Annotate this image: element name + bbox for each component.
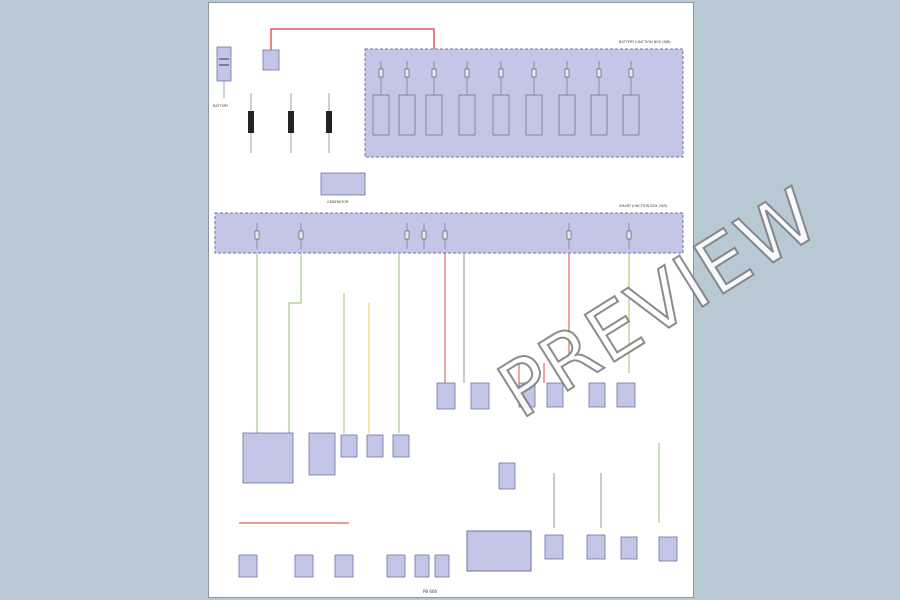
wire-main-red [270,28,435,51]
component-box [616,382,636,408]
sjb-fuse [298,230,304,240]
bjb-fuse [498,68,504,78]
sjb-box [214,212,684,254]
component-box [392,434,410,458]
sjb-fuse [421,230,427,240]
component-box [586,534,606,560]
module-box [466,530,532,572]
component-box [334,554,354,578]
bjb-fuse [431,68,437,78]
generator-label: GENERATOR [327,200,349,204]
fusible-links: GENERATOR [248,93,366,204]
bjb-fuse [378,68,384,78]
bjb-fuse-row [372,61,640,136]
bjb-relay-box [398,94,416,136]
sjb-fuse-row [254,223,632,249]
sjb-fuse [626,230,632,240]
component-box [546,382,564,408]
lower-circuit-wires [239,253,660,528]
sjb-label: SMART JUNCTION BOX (SJB) [619,204,668,208]
component-box [414,554,430,578]
component-box [340,434,358,458]
component-box [386,554,406,578]
sjb-fuse [254,230,260,240]
sjb-fuse [566,230,572,240]
component-box [544,534,564,560]
battery-symbol [216,46,232,82]
component-box [238,554,258,578]
bjb-relay-box [458,94,476,136]
component-box [242,432,294,484]
component-box [294,554,314,578]
battery-label: BATTERY [213,104,229,108]
page-number: PB 666 [423,589,438,594]
battery-group: BATTERY [213,46,232,108]
top-fuse-box: BATTERY JUNCTION BOX (BJB) [364,40,684,158]
mid-fuse-box: SMART JUNCTION BOX (SJB) [214,204,684,254]
mega-fuse-box [262,49,280,71]
bjb-relay-box [372,94,390,136]
component-box [498,462,516,490]
bjb-relay-box [590,94,608,136]
sjb-fuse [442,230,448,240]
bjb-fuse [404,68,410,78]
bjb-relay-box [425,94,443,136]
component-box [470,382,490,410]
bjb-fuse [464,68,470,78]
fusible-link-2 [288,111,294,133]
bjb-relay-box [525,94,543,136]
component-box [658,536,678,562]
diagram-page: BATTERY GENERATOR BATTERY JUNCTION BOX (… [208,2,835,598]
bjb-fuse [564,68,570,78]
lower-components [238,382,678,578]
fusible-link-3 [326,111,332,133]
fusible-link-1 [248,111,254,133]
circuit-wire [288,253,302,433]
bjb-fuse [531,68,537,78]
component-box [434,554,450,578]
component-box [366,434,384,458]
generator-box [320,172,366,196]
bjb-relay-box [622,94,640,136]
bottom-module [466,530,532,572]
component-box [436,382,456,410]
sjb-fuse [404,230,410,240]
main-feed [262,28,435,71]
bjb-fuse [628,68,634,78]
bjb-relay-box [492,94,510,136]
component-box [308,432,336,476]
component-box [588,382,606,408]
bjb-label: BATTERY JUNCTION BOX (BJB) [619,40,671,44]
bjb-fuse [596,68,602,78]
wiring-diagram: BATTERY GENERATOR BATTERY JUNCTION BOX (… [213,28,684,578]
component-box [620,536,638,560]
component-box [518,382,536,408]
bjb-relay-box [558,94,576,136]
